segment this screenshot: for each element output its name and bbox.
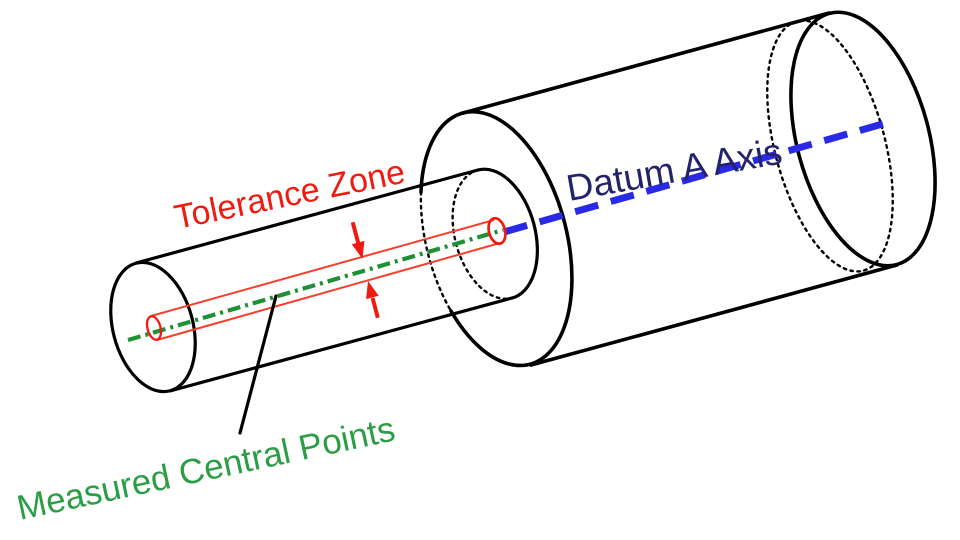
small-cylinder-junction-visible-arc (476, 167, 539, 300)
small-cylinder-top-edge (134, 168, 480, 265)
small-cylinder (109, 167, 539, 394)
datum-axis-line (503, 117, 894, 236)
tolerance-tube-bottom-line (156, 242, 501, 341)
small-cylinder-left-face (109, 260, 197, 394)
zone-width-arrow-up (366, 281, 380, 319)
large-cylinder-bottom-edge (529, 263, 899, 367)
zone-width-arrow-up-shaft (370, 297, 380, 319)
zone-width-arrow-up-head (366, 281, 379, 300)
tolerance-zone-label: Tolerance Zone (171, 153, 408, 237)
large-cylinder-left-face-visible-arc (419, 109, 574, 368)
tolerance-tube-top-line (150, 219, 495, 317)
large-cylinder-left-face-hidden-arc (419, 190, 453, 313)
zone-width-arrow-down-shaft (350, 221, 361, 245)
large-cylinder-top-edge (461, 11, 831, 115)
measured-central-points-line (127, 227, 504, 343)
tolerance-tube-right-end (487, 216, 507, 246)
large-cylinder-right-face (789, 10, 937, 268)
measured-points-leader-line (238, 294, 278, 435)
datum-axis-label: Datum A Axis (563, 131, 785, 209)
tolerance-zone-tube (145, 216, 507, 341)
measured-central-points-label: Measured Central Points (14, 410, 399, 528)
zone-width-arrow-down (350, 221, 365, 259)
large-cylinder-hidden-section-ring (766, 19, 894, 273)
tolerance-tube-left-end (145, 315, 163, 341)
large-cylinder (419, 10, 937, 368)
zone-width-arrow-down-head (351, 240, 365, 259)
small-cylinder-bottom-edge (168, 296, 514, 393)
